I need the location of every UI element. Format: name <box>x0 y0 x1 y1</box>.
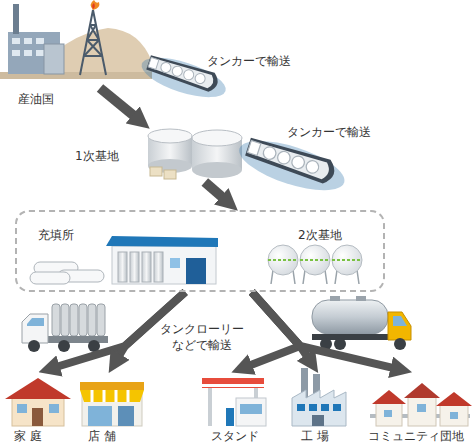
secondary-base-illustration <box>268 245 362 284</box>
shop-illustration <box>80 382 144 426</box>
node-label: 充填所 <box>38 228 74 242</box>
consumer-node: コミュニティ団地 <box>360 372 473 446</box>
node-label: 家 庭 <box>14 429 42 443</box>
station-node: 充填所 <box>28 222 218 288</box>
consumer-node: 工 場 <box>285 372 350 446</box>
oil-field-illustration <box>0 0 152 79</box>
base-node: 1次基地 <box>70 128 245 182</box>
factory-illustration <box>292 368 346 426</box>
node-label: 産油国 <box>18 92 54 106</box>
tanker-ship <box>234 131 350 201</box>
base-node: 2次基地 <box>262 222 370 288</box>
group-box: 充填所 2次基地 <box>15 210 385 292</box>
flow-arrow <box>100 88 140 120</box>
node-label: 2次基地 <box>298 228 342 242</box>
source-node: 産油国 <box>0 0 100 110</box>
consumer-node: 家 庭 <box>0 372 72 446</box>
cylinder-truck <box>22 304 108 352</box>
flow-arrow <box>252 292 399 369</box>
node-label: 工 場 <box>301 429 329 443</box>
community-housing-illustration <box>370 383 472 426</box>
node-label: 1次基地 <box>75 149 119 163</box>
consumer-node: スタンド <box>195 372 270 446</box>
transport-label: タンカーで輸送 <box>287 124 371 140</box>
node-label: 店 舗 <box>88 429 116 443</box>
node-label: スタンド <box>211 429 259 443</box>
flow-arrow <box>244 292 300 368</box>
transport-label: タンカーで輸送 <box>207 53 291 69</box>
tank-lorry <box>312 296 411 350</box>
consumer-node: 店 舗 <box>76 372 150 446</box>
flow-arrow <box>205 182 228 202</box>
filling-station-illustration <box>30 236 218 284</box>
house-illustration <box>5 378 71 426</box>
node-label: コミュニティ団地 <box>368 429 464 443</box>
transport-label: タンクローリー などで輸送 <box>158 321 246 353</box>
gas-stand-illustration <box>202 378 266 426</box>
primary-base-illustration <box>148 129 242 179</box>
